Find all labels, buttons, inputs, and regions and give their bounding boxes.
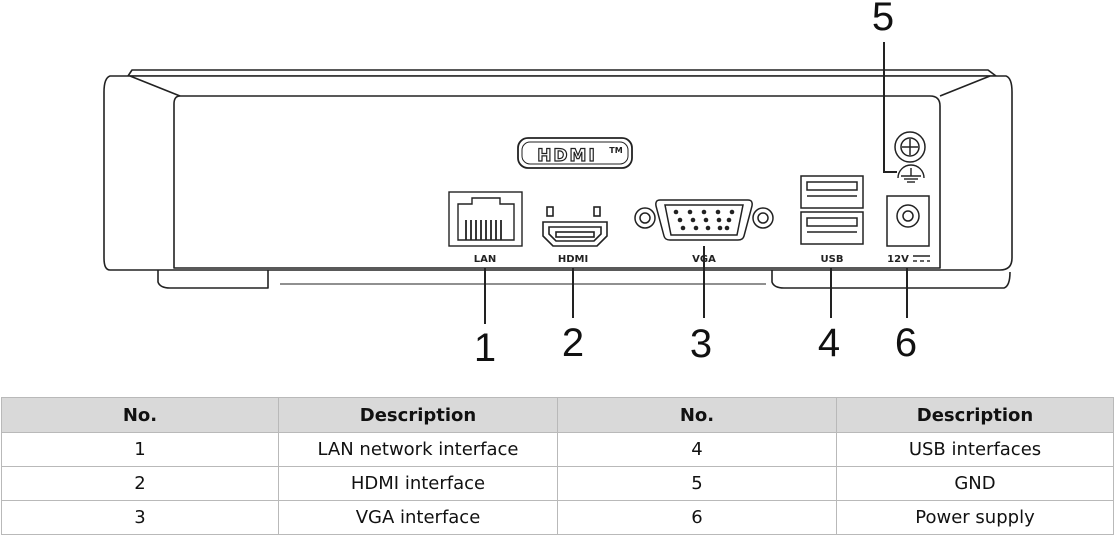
table-cell: 6 <box>557 500 837 535</box>
table-cell: 5 <box>557 466 837 501</box>
table-cell: USB interfaces <box>836 432 1114 467</box>
gnd-terminal <box>894 131 926 163</box>
table-row: 1 LAN network interface 4 USB interfaces <box>1 432 1114 467</box>
table-cell: VGA interface <box>278 500 558 535</box>
hdmi-port <box>542 206 608 247</box>
svg-text:HDMI: HDMI <box>537 146 597 166</box>
header-description-right: Description <box>836 397 1114 433</box>
usb-label: USB <box>821 254 844 265</box>
hdmi-label: HDMI <box>558 254 588 265</box>
usb-ports <box>800 175 864 245</box>
vga-port <box>634 199 774 241</box>
ground-symbol-icon <box>897 164 925 183</box>
callout-1: 1 <box>474 326 496 370</box>
header-no-right: No. <box>557 397 837 433</box>
callout-2: 2 <box>562 321 584 365</box>
table-header-row: No. Description No. Description <box>1 397 1114 433</box>
table-cell: 1 <box>1 432 279 467</box>
chassis-top-rim <box>127 69 997 77</box>
table-row: 3 VGA interface 6 Power supply <box>1 500 1114 535</box>
table-cell: GND <box>836 466 1114 501</box>
table-cell: 3 <box>1 500 279 535</box>
chassis-outline <box>103 75 1013 271</box>
lan-port <box>448 191 523 247</box>
table-cell: 4 <box>557 432 837 467</box>
table-cell: LAN network interface <box>278 432 558 467</box>
callout-4: 4 <box>818 321 840 365</box>
callout-5: 5 <box>872 0 894 39</box>
table-cell: HDMI interface <box>278 466 558 501</box>
lan-label: LAN <box>474 254 496 265</box>
table-cell: Power supply <box>836 500 1114 535</box>
power-jack <box>886 195 930 247</box>
table-row: 2 HDMI interface 5 GND <box>1 466 1114 501</box>
header-no-left: No. <box>1 397 279 433</box>
table-cell: 2 <box>1 466 279 501</box>
power-label: 12V <box>887 254 909 265</box>
rear-panel-face <box>173 95 941 269</box>
callout-line-5 <box>883 42 897 173</box>
right-foot <box>771 270 1011 289</box>
device-rear-panel-diagram: HDMI TM LAN HDMI <box>103 0 1013 370</box>
header-description-left: Description <box>278 397 558 433</box>
callout-3: 3 <box>690 322 712 366</box>
left-foot <box>157 270 269 289</box>
svg-text:TM: TM <box>609 146 622 155</box>
port-description-table: No. Description No. Description 1 LAN ne… <box>1 397 1114 535</box>
hdmi-logo: HDMI TM <box>517 137 633 169</box>
dc-symbol-icon <box>913 255 930 262</box>
callout-6: 6 <box>895 321 917 365</box>
